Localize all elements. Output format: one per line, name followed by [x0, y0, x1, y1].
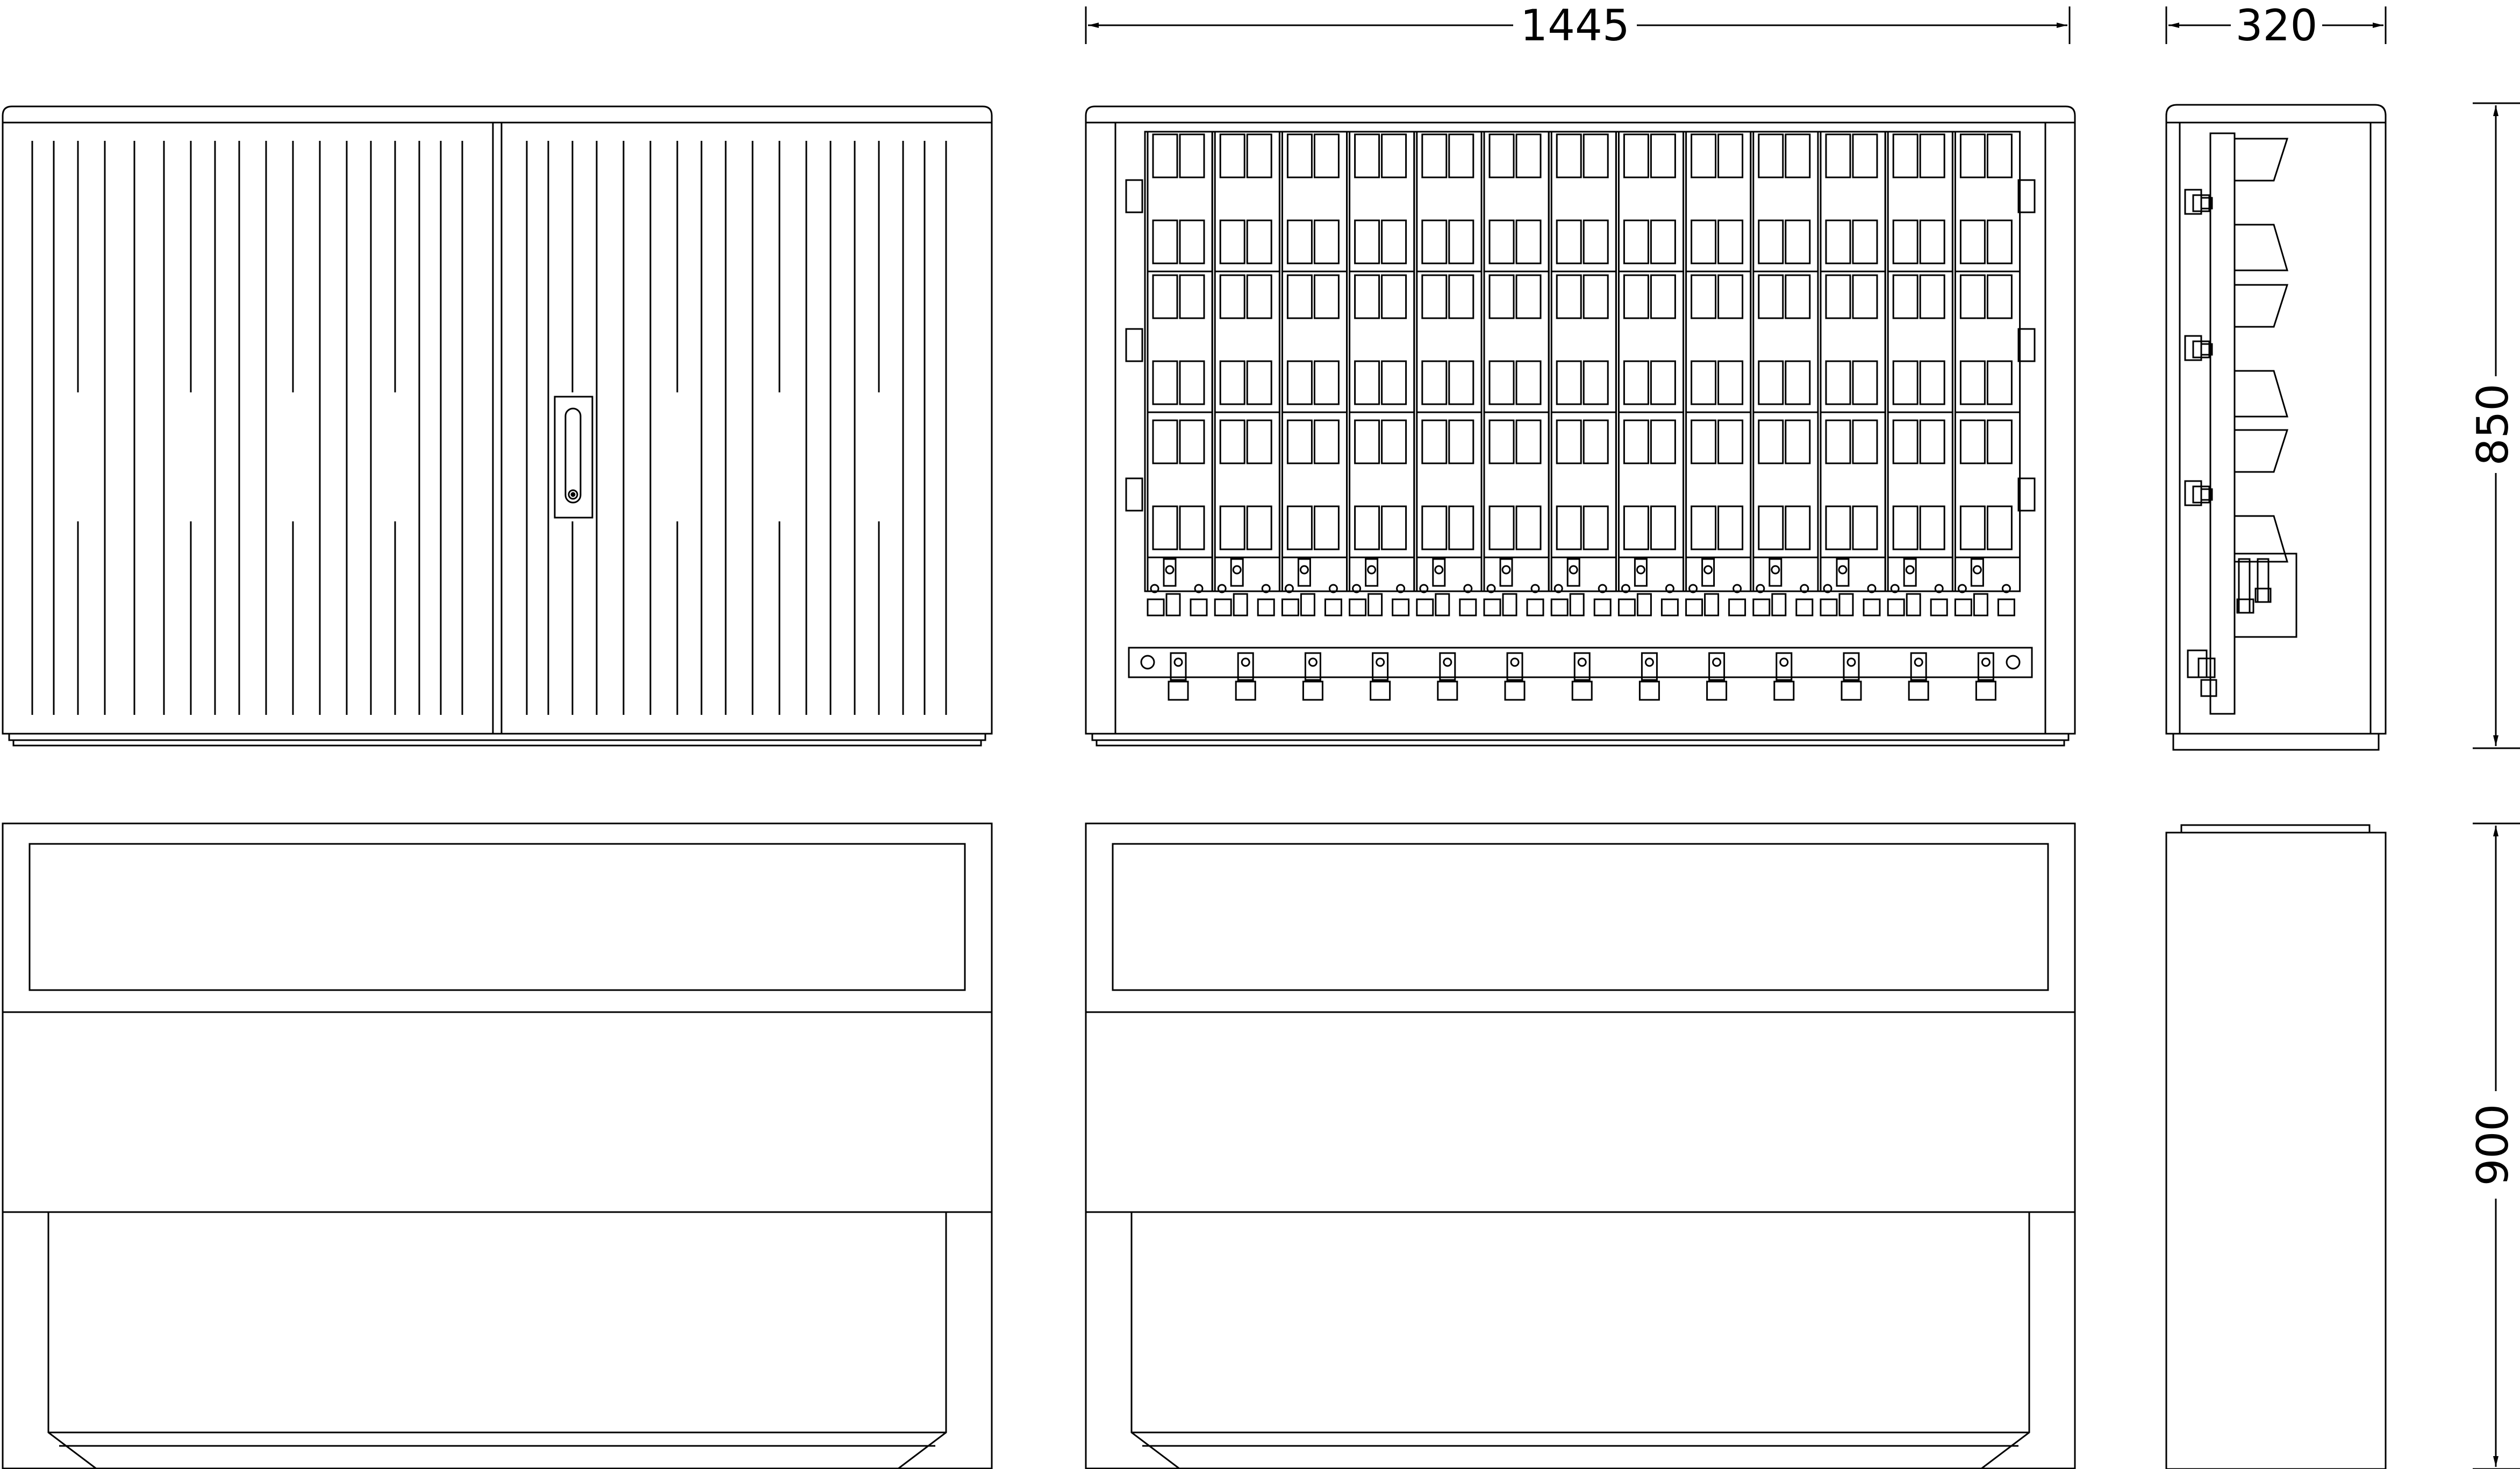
fuse-column — [1615, 131, 1685, 617]
busbar-terminal — [1977, 652, 1994, 681]
fuse-column — [1884, 131, 1953, 617]
base-frame-center — [1085, 822, 2076, 1469]
fuse-column — [1480, 131, 1550, 617]
fuse-column — [1346, 131, 1415, 617]
dimension-height-base — [2473, 822, 2520, 1469]
fuse-column — [1413, 131, 1483, 617]
side-view — [2165, 104, 2387, 751]
dimension-height-cabinet — [2473, 102, 2520, 749]
busbar-terminal — [1641, 652, 1658, 681]
base-frame-left — [2, 822, 993, 1469]
neutral-busbar — [1128, 647, 2033, 678]
fuse-column — [1951, 131, 2021, 617]
dimension-height-base-label: 900 — [2468, 1104, 2518, 1186]
fuse-column — [1817, 131, 1886, 617]
dimension-depth-label: 320 — [2236, 1, 2318, 51]
cabinet-body — [2, 121, 993, 735]
door-handle-plate — [554, 396, 593, 519]
busbar-terminal — [1843, 652, 1860, 681]
busbar-terminal — [1304, 652, 1321, 681]
breaker-profile — [2235, 224, 2289, 271]
busbar-terminal — [1439, 652, 1456, 681]
front-view-open — [1085, 105, 2076, 747]
base-frame-side — [2165, 824, 2387, 1469]
fuse-column — [1144, 131, 1213, 617]
busbar-terminal — [1170, 652, 1187, 681]
louvers-right — [526, 141, 947, 715]
cabinet-plinth — [8, 733, 986, 741]
side-breakers — [2184, 138, 2289, 563]
breaker-profile — [2235, 370, 2289, 418]
breaker-profile — [2235, 515, 2289, 563]
front-view-closed — [2, 105, 993, 747]
busbar-terminal — [1573, 652, 1591, 681]
door-handle — [564, 407, 582, 504]
fuse-column — [1750, 131, 1819, 617]
fuse-column — [1211, 131, 1280, 617]
fuse-columns — [1144, 131, 2021, 617]
louvers-left — [31, 141, 463, 715]
busbar-terminal — [1910, 652, 1927, 681]
dimension-width — [1085, 6, 2071, 44]
cabinet-plinth-lower — [12, 739, 982, 747]
fuse-column — [1278, 131, 1348, 617]
busbar-terminal — [1506, 652, 1523, 681]
dimension-width-label: 1445 — [1520, 1, 1630, 51]
lock-icon — [568, 489, 578, 500]
fuse-column — [1548, 131, 1617, 617]
breaker-profile — [2235, 284, 2289, 328]
busbar-terminal — [1708, 652, 1726, 681]
mounting-rail — [2209, 132, 2236, 715]
busbar-terminal — [1237, 652, 1254, 681]
breaker-profile — [2235, 138, 2289, 182]
dimension-depth — [2165, 6, 2387, 44]
open-cabinet-roof — [1085, 105, 2076, 124]
breaker-profile — [2235, 429, 2289, 473]
fuse-column — [1683, 131, 1752, 617]
busbar-terminal — [1776, 652, 1793, 681]
busbar-terminal — [1372, 652, 1389, 681]
dimension-height-cabinet-label: 850 — [2468, 384, 2518, 466]
busbar-terminals — [1168, 652, 1996, 701]
cabinet-roof — [2, 105, 993, 124]
